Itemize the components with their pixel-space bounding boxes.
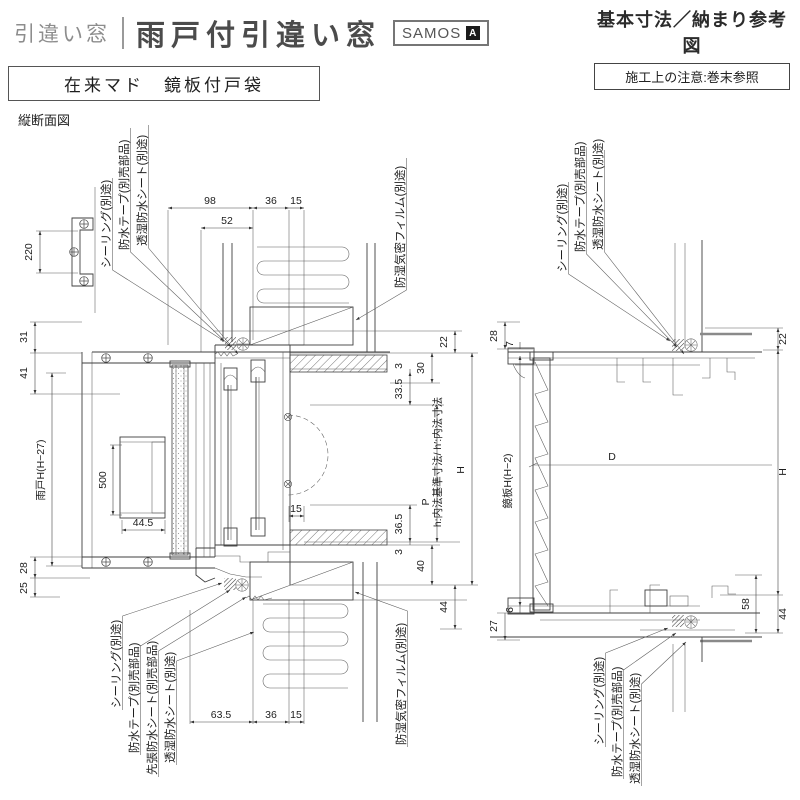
shutter-case-panel — [529, 351, 554, 613]
callout-film-top: 防湿気密フィルム(別途) — [393, 166, 407, 288]
left-callouts-top: シーリング(別途) 防水テープ(別売部品) 透湿防水シート(別途) 防湿気密フィ… — [99, 125, 407, 355]
left-dims-bottom: 63.5 36 15 — [189, 600, 305, 724]
dim-15-bottom: 15 — [290, 709, 302, 721]
shutter-rail-part: 220 — [23, 187, 96, 313]
page-title: 雨戸付引違い窓 — [136, 20, 382, 52]
left-callouts-bottom: シーリング(別途) 防水テープ(別売部品) 先張防水シート(別売部品) 透湿防水… — [109, 582, 408, 777]
dim-36-bottom: 36 — [265, 709, 277, 721]
dim-31: 31 — [18, 331, 30, 343]
inner-dim-note: h:内法基準寸法/ h′:内法寸法 — [431, 397, 444, 527]
dim-3-bottom: 3 — [393, 549, 405, 555]
callout-film-bottom: 防湿気密フィルム(別途) — [394, 623, 408, 745]
dim-58: 58 — [740, 598, 752, 610]
dim-22: 22 — [777, 333, 789, 345]
dim-part-220: 220 — [23, 243, 35, 261]
dim-500: 500 — [97, 471, 109, 489]
dim-28: 28 — [18, 562, 30, 574]
left-dims-top: 98 52 36 15 — [168, 195, 304, 230]
section-drawings: 220 — [18, 125, 789, 786]
callout-sealing-top: シーリング(別途) — [99, 180, 113, 268]
height-label: H — [777, 468, 789, 476]
dim-15-sill: 15 — [290, 503, 302, 515]
reference-title: 基本寸法／納まり参考図 — [597, 10, 787, 56]
depth-label: D — [608, 451, 616, 463]
right-callouts-top: シーリング(別途) 防水テープ(別売部品) 透湿防水シート(別途) — [555, 139, 685, 355]
left-dims-right: 22 30 3 33.5 P 36.5 3 40 44 H h:内法基準寸法/ — [213, 330, 478, 630]
callout-sheet-top: 透湿防水シート(別途) — [591, 139, 605, 250]
right-dims-left: 28 7 鏡板H(H−2) 6 27 — [488, 321, 533, 641]
section-view-label: 縦断面図 — [18, 113, 71, 128]
variant-label: 在来マド 鏡板付戸袋 — [8, 66, 320, 101]
dim-15-top: 15 — [290, 195, 302, 207]
dim-36-top: 36 — [265, 195, 277, 207]
callout-sheet-top: 透湿防水シート(別途) — [135, 135, 149, 246]
dim-6: 6 — [504, 607, 516, 613]
dim-44-5: 44.5 — [133, 517, 154, 529]
dim-33-5: 33.5 — [393, 379, 405, 400]
callout-sealing-top: シーリング(別途) — [555, 184, 569, 272]
left-wall-bottom — [249, 529, 467, 724]
callout-tape-top: 防水テープ(別売部品) — [573, 141, 587, 252]
dim-98: 98 — [204, 195, 216, 207]
left-sill-assembly: 15 — [195, 503, 305, 601]
dim-27: 27 — [488, 620, 500, 632]
callout-tape-top: 防水テープ(別売部品) — [117, 139, 131, 250]
reference-header: 基本寸法／納まり参考図 施工上の注意:巻末参照 — [594, 6, 790, 90]
dim-25: 25 — [18, 582, 30, 594]
shutter-height-label: 雨戸H(H−27) — [35, 440, 47, 501]
panel-height-label: 鏡板H(H−2) — [501, 453, 514, 508]
window-frame-sashes — [214, 345, 329, 585]
dim-52: 52 — [221, 215, 233, 227]
callout-sheet-bottom: 透湿防水シート(別途) — [163, 652, 177, 763]
dim-30: 30 — [415, 362, 427, 374]
dim-7: 7 — [504, 341, 516, 347]
dim-22: 22 — [438, 336, 450, 348]
header: 引違い窓 雨戸付引違い窓 SAMOS A — [14, 12, 490, 54]
samos-badge-mark: A — [466, 26, 481, 40]
callout-sheet-bottom: 透湿防水シート(別途) — [628, 673, 642, 784]
callout-tape-bottom: 防水テープ(別売部品) — [127, 642, 141, 753]
window-category-label: 引違い窓 — [14, 23, 110, 46]
callout-sealing-bottom: シーリング(別途) — [109, 620, 123, 708]
right-section-drawing: D — [488, 139, 789, 786]
samos-badge: SAMOS A — [393, 20, 490, 46]
header-divider — [122, 17, 124, 49]
samos-badge-text: SAMOS — [402, 24, 462, 42]
pitch-label: P — [420, 498, 432, 505]
dim-40: 40 — [415, 560, 427, 572]
dim-41: 41 — [18, 367, 30, 379]
height-label: H — [455, 466, 467, 474]
right-dims-right: 22 H 58 44 — [705, 327, 789, 634]
depth-line: D — [528, 451, 772, 468]
left-wall-top — [167, 210, 376, 352]
dim-36-5: 36.5 — [393, 514, 405, 535]
dim-44: 44 — [777, 608, 789, 620]
callout-tape-bottom: 防水テープ(別売部品) — [610, 666, 624, 777]
dim-28: 28 — [488, 330, 500, 342]
construction-note: 施工上の注意:巻末参照 — [594, 63, 790, 90]
dim-44: 44 — [438, 601, 450, 613]
left-head-assembly — [92, 337, 390, 373]
left-section-drawing: 220 — [18, 125, 478, 777]
right-callouts-bottom: シーリング(別途) 防水テープ(別売部品) 透湿防水シート(別途) — [592, 627, 687, 786]
right-wall-top — [674, 240, 703, 352]
dim-63-5: 63.5 — [211, 709, 232, 721]
dim-3-top: 3 — [393, 363, 405, 369]
shutter-case: 500 44.5 — [81, 352, 215, 569]
callout-sealing-bottom: シーリング(別途) — [592, 657, 606, 745]
left-dims-left: 31 41 雨戸H(H−27) 28 25 — [18, 321, 120, 598]
callout-presheet-bottom: 先張防水シート(別売部品) — [145, 641, 159, 775]
